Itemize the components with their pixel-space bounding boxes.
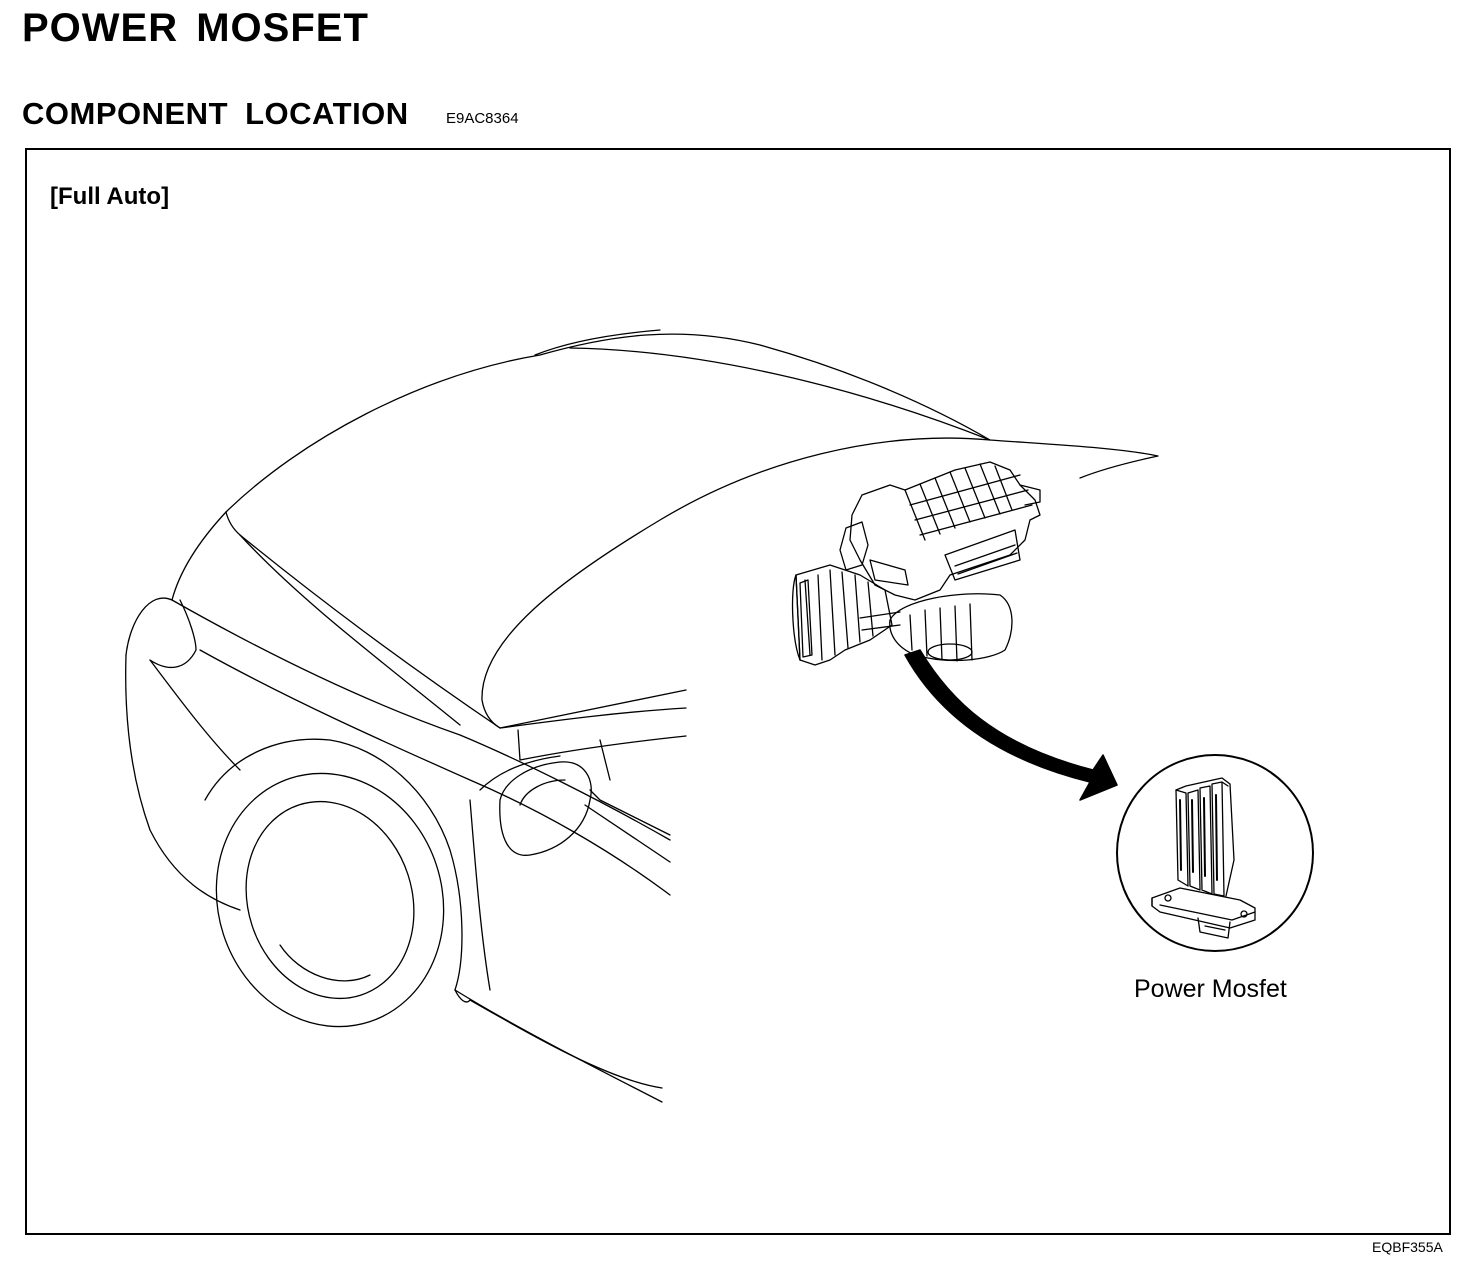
car-body-drawing — [125, 329, 1159, 1103]
hvac-module-drawing — [791, 461, 1041, 666]
power-mosfet-detail — [1116, 754, 1314, 952]
section-code: E9AC8364 — [446, 110, 519, 127]
page-title: POWER MOSFET — [22, 6, 369, 50]
section-heading: COMPONENT LOCATION — [22, 96, 409, 131]
figure-frame — [25, 148, 1451, 1235]
figure-code: EQBF355A — [1372, 1239, 1443, 1255]
variant-label: [Full Auto] — [50, 183, 170, 210]
callout-arrow — [904, 649, 1118, 801]
power-mosfet-label: Power Mosfet — [1134, 975, 1287, 1003]
